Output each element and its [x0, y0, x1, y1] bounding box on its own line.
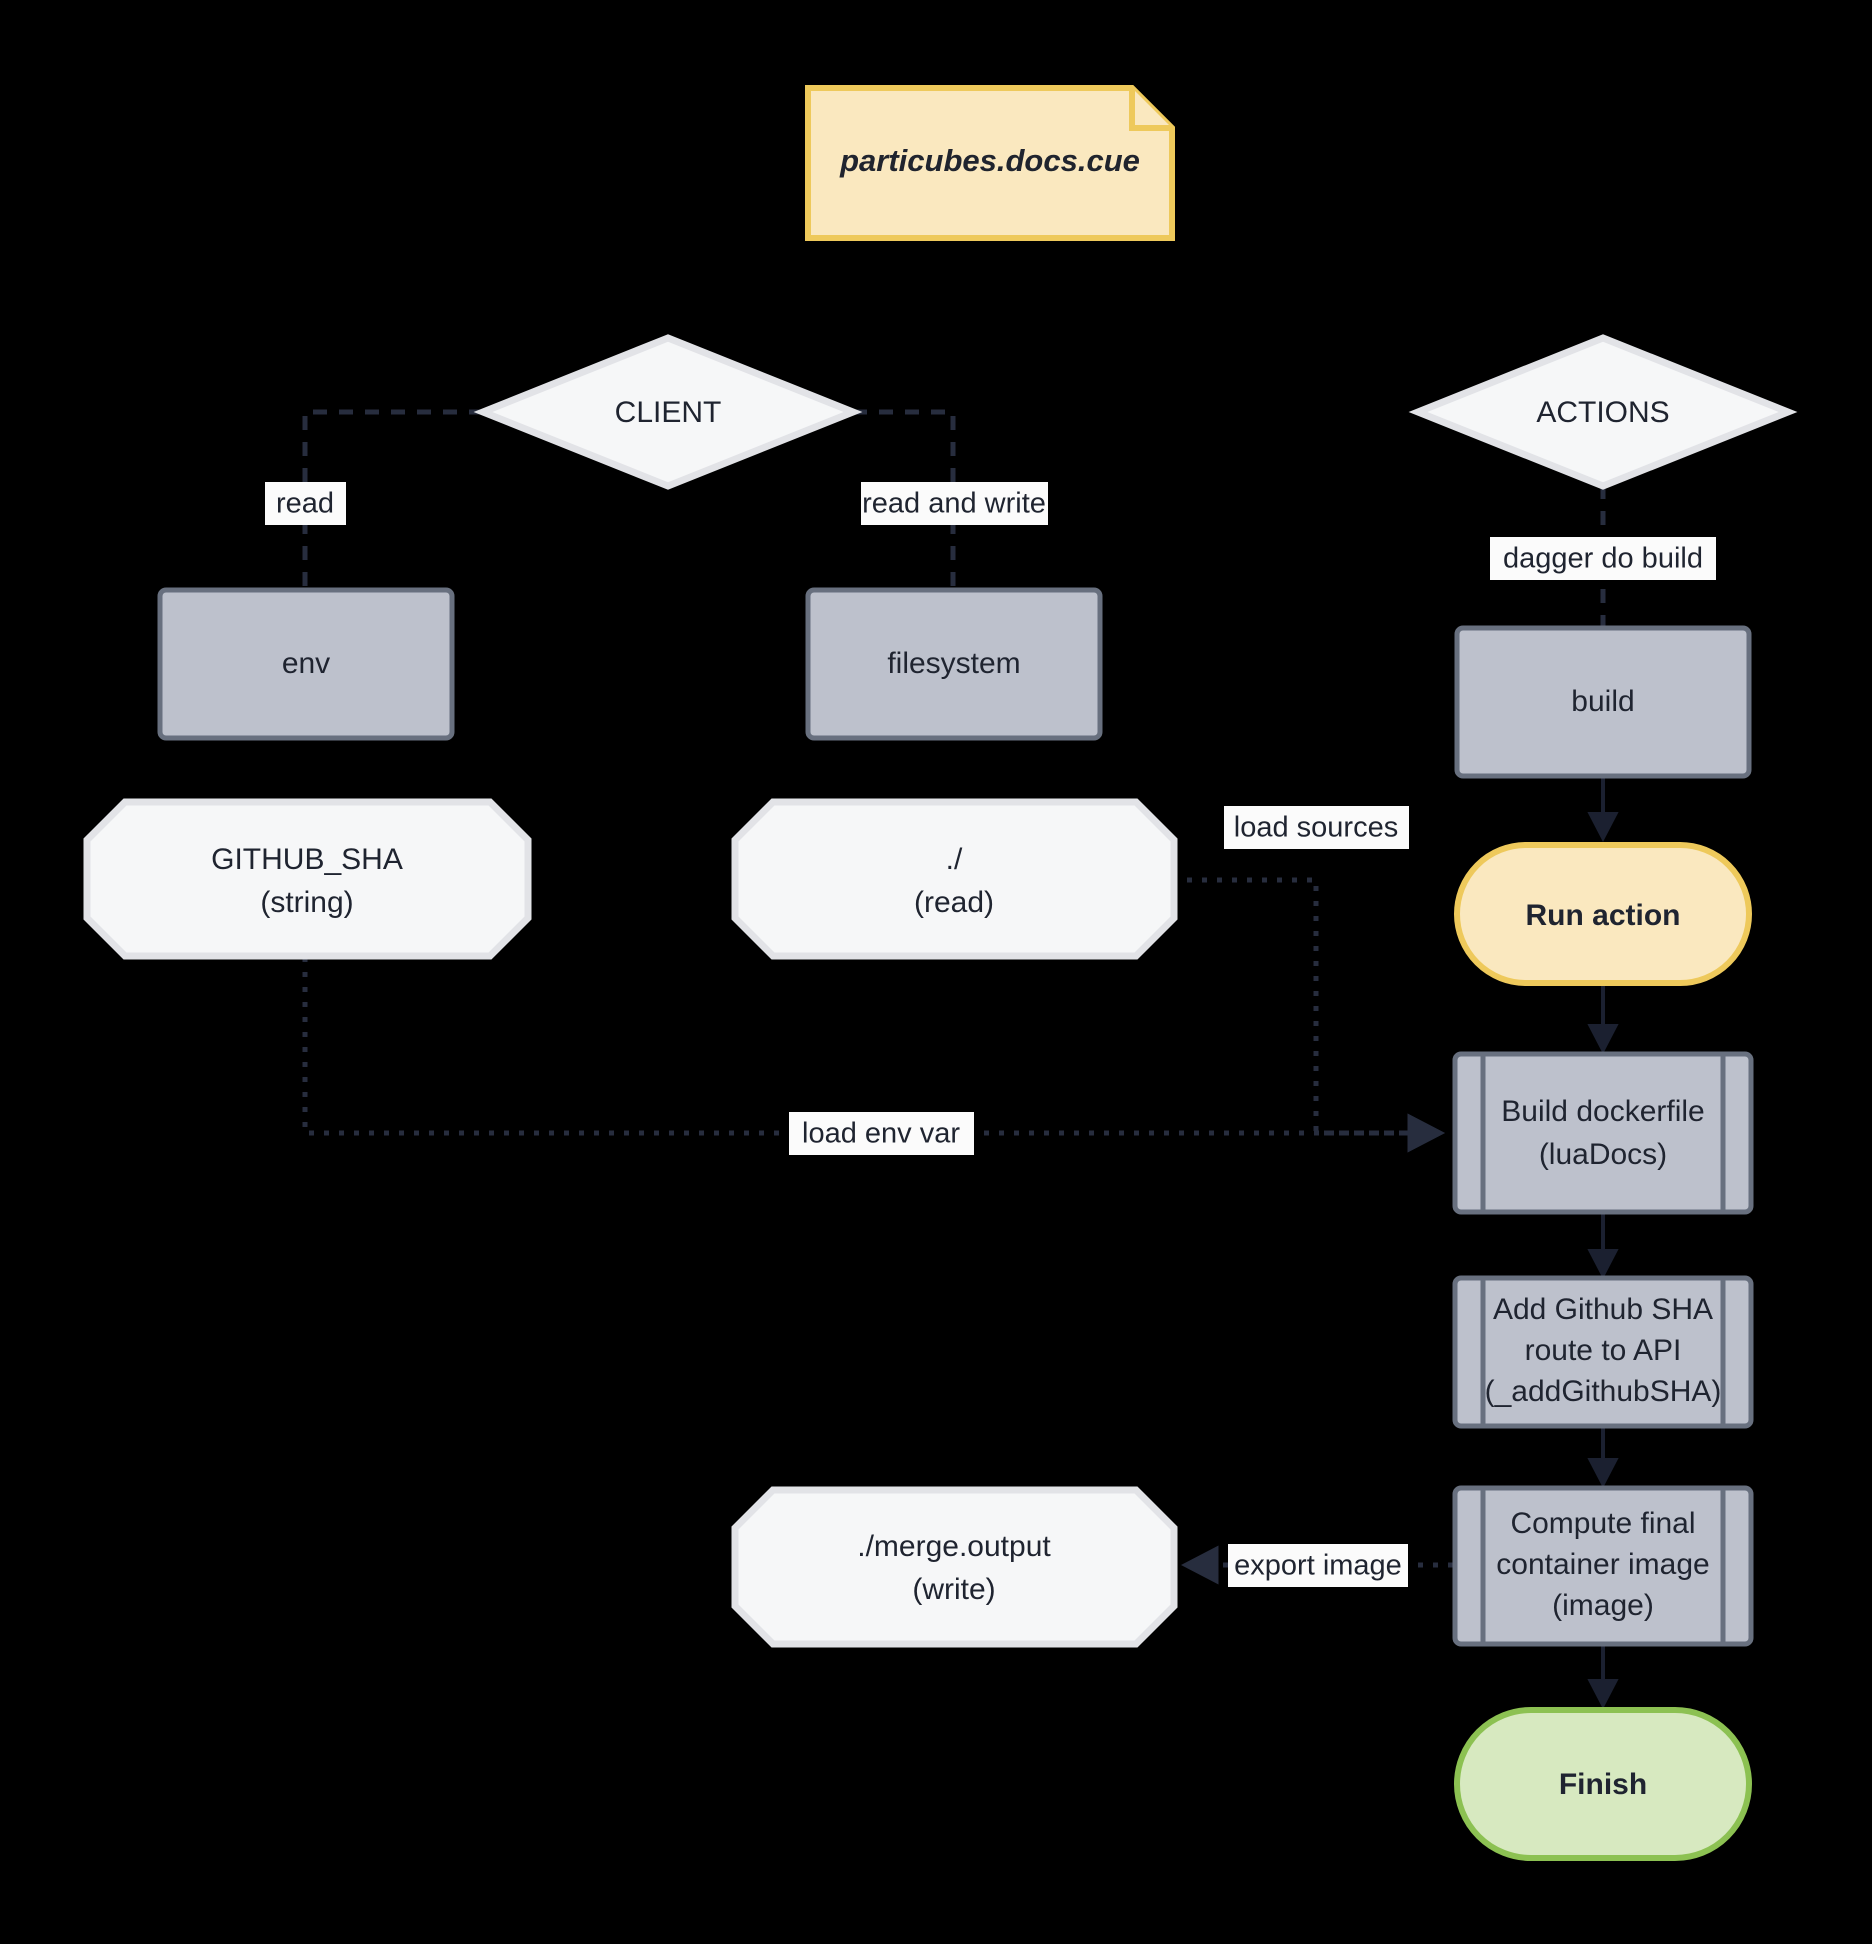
edge-client-to-filesystem: [853, 409, 956, 590]
node-build-dockerfile[interactable]: Build dockerfile (luaDocs): [1452, 1051, 1754, 1215]
node-filesystem-label: filesystem: [887, 647, 1020, 680]
edge-label-load-env-var-text: load env var: [802, 1118, 960, 1150]
node-run-action-label: Run action: [1526, 899, 1681, 932]
node-dot-slash-label: ./: [946, 843, 963, 876]
edge-label-export-image-text: export image: [1234, 1550, 1402, 1582]
node-build[interactable]: build: [1454, 625, 1752, 779]
node-filesystem[interactable]: filesystem: [805, 587, 1103, 741]
edge-label-load-env-var: load env var: [789, 1112, 974, 1155]
edge-client-to-env: [302, 409, 483, 590]
node-env-label: env: [282, 647, 330, 680]
node-finish[interactable]: Finish: [1454, 1707, 1752, 1861]
edge-label-read-text: read: [276, 488, 334, 520]
edge-load-env-var: [302, 957, 1445, 1153]
edge-label-dagger-do-build-text: dagger do build: [1503, 543, 1703, 575]
node-actions-label: ACTIONS: [1536, 396, 1669, 429]
edge-label-read-and-write-text: read and write: [862, 488, 1046, 520]
edge-label-load-sources: load sources: [1224, 806, 1409, 849]
node-dot-slash-read[interactable]: ./ (read): [731, 798, 1178, 960]
node-build-label: build: [1571, 685, 1634, 718]
node-finish-label: Finish: [1559, 1768, 1647, 1801]
edge-label-export-image: export image: [1228, 1544, 1408, 1587]
node-compute-image-line3: (image): [1552, 1589, 1654, 1622]
node-env[interactable]: env: [157, 587, 455, 741]
node-add-github-sha-line1: Add Github SHA: [1493, 1293, 1713, 1326]
edge-label-read-and-write: read and write: [861, 482, 1048, 525]
node-run-action[interactable]: Run action: [1454, 842, 1752, 986]
node-add-github-sha-line3: (_addGithubSHA): [1485, 1375, 1722, 1408]
node-add-github-sha-line2: route to API: [1525, 1334, 1682, 1367]
edge-label-load-sources-text: load sources: [1234, 812, 1398, 844]
node-github-sha-sublabel: (string): [260, 886, 353, 919]
edge-load-sources: [1172, 877, 1445, 1153]
node-merge-output-label: ./merge.output: [857, 1530, 1051, 1563]
node-client-label: CLIENT: [615, 396, 722, 429]
node-compute-image-line2: container image: [1496, 1548, 1709, 1581]
node-compute-image-line1: Compute final: [1510, 1507, 1695, 1540]
node-dot-slash-sublabel: (read): [914, 886, 994, 919]
node-add-github-sha[interactable]: Add Github SHA route to API (_addGithubS…: [1452, 1275, 1754, 1429]
node-merge-output-sublabel: (write): [912, 1573, 995, 1606]
node-actions[interactable]: ACTIONS: [1408, 334, 1798, 490]
node-compute-image[interactable]: Compute final container image (image): [1452, 1485, 1754, 1647]
edge-label-dagger-do-build: dagger do build: [1490, 537, 1716, 580]
note-particubes-docs-cue: particubes.docs.cue: [805, 85, 1175, 241]
node-github-sha-label: GITHUB_SHA: [211, 843, 403, 876]
node-build-dockerfile-line1: Build dockerfile: [1501, 1095, 1704, 1128]
note-label: particubes.docs.cue: [839, 143, 1140, 178]
node-client[interactable]: CLIENT: [473, 334, 863, 490]
node-github-sha[interactable]: GITHUB_SHA (string): [83, 798, 532, 960]
edge-label-read: read: [265, 482, 346, 525]
node-merge-output[interactable]: ./merge.output (write): [731, 1486, 1178, 1648]
node-build-dockerfile-line2: (luaDocs): [1539, 1138, 1667, 1171]
